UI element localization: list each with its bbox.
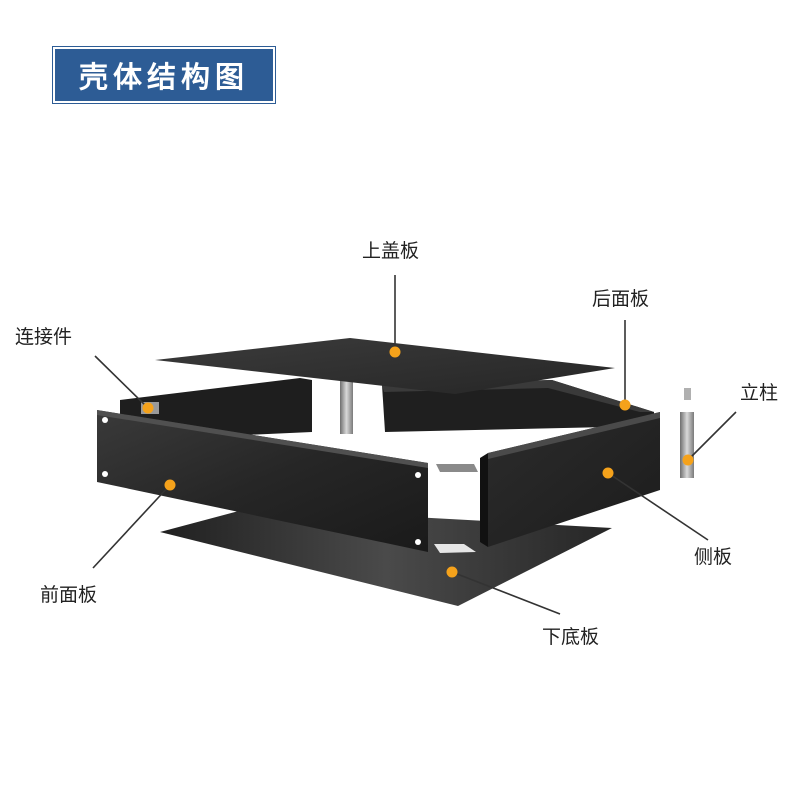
label-pillar: 立柱 [740,382,779,404]
pillar-behind-cover [340,378,353,434]
label-connector: 连接件 [15,326,73,348]
label-bottom-plate: 下底板 [542,626,600,648]
marker-side-panel [602,467,614,479]
leader-side-panel [607,472,709,541]
leader-connector [94,355,149,409]
bracket-lower [434,544,476,553]
bracket-middle [436,464,478,472]
marker-connector [142,402,154,414]
top-cover [155,338,615,394]
marker-top-cover [389,346,401,358]
pillar-cap [684,388,691,400]
leader-bottom-plate [451,571,561,615]
label-side-panel: 侧板 [694,546,733,568]
marker-bottom-plate [446,566,458,578]
front-panel-hole [102,417,108,423]
front-panel-hole [102,471,108,477]
label-rear-panel: 后面板 [592,288,650,310]
marker-rear-panel [619,399,631,411]
leader-pillar [687,411,737,461]
front-panel [97,410,428,552]
leader-front-panel [92,484,171,569]
pillar [680,412,694,478]
label-top-cover: 上盖板 [362,240,420,262]
marker-pillar [682,454,694,466]
title-banner: 壳体结构图 [52,46,276,104]
label-front-panel: 前面板 [40,584,98,606]
side-panel-flange [480,453,488,547]
front-panel-hole [415,539,421,545]
side-panel-top-lip [488,412,660,459]
front-panel-hole [415,472,421,478]
marker-front-panel [164,479,176,491]
page-title: 壳体结构图 [78,60,249,94]
front-panel-top-lip [97,410,428,468]
